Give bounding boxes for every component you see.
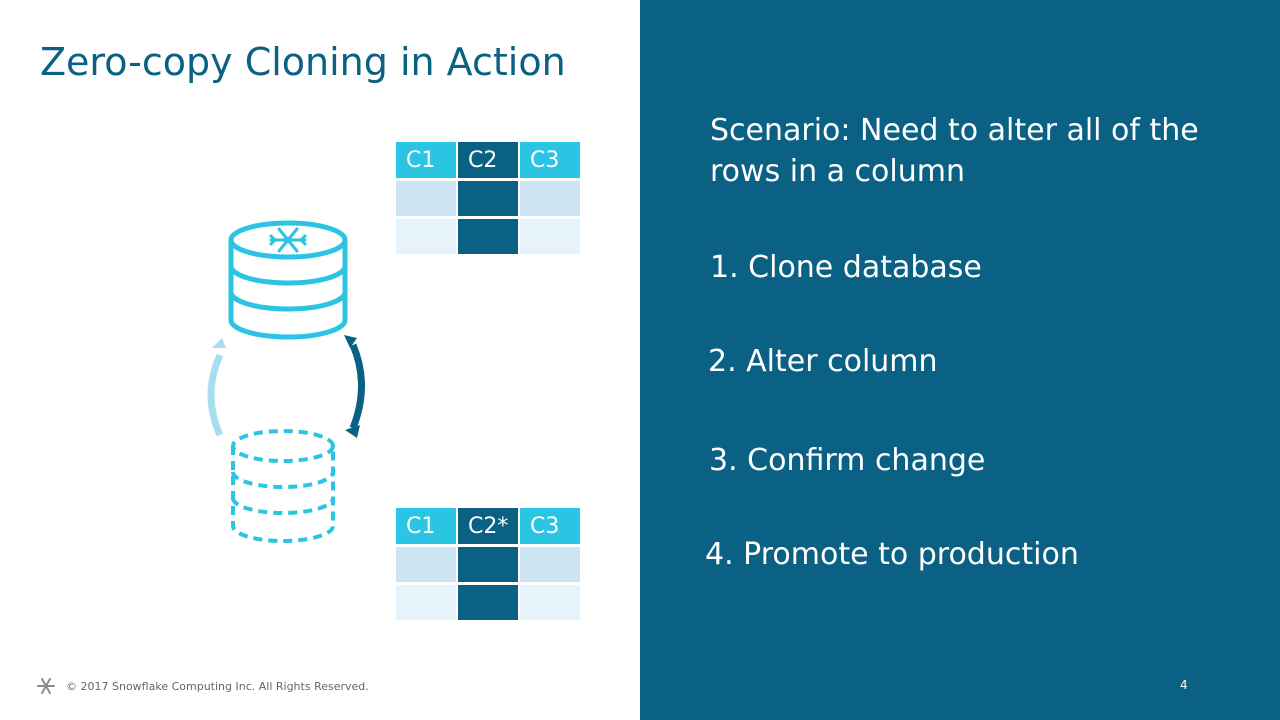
step-clone-database: 1. Clone database [710,250,982,285]
clone-arrow-icon [207,338,226,437]
table-clone: C1 C2* C3 [394,508,582,620]
table-original: C1 C2 C3 [394,142,582,254]
copyright-text: © 2017 Snowflake Computing Inc. All Righ… [66,679,369,693]
table-row [396,544,580,582]
table-cell [458,544,518,582]
table-cell [396,216,456,254]
table-cell [458,178,518,216]
left-panel: Zero-copy Cloning in Action C1 C2 C3 [36,40,582,696]
table-cell [458,582,518,620]
promote-arrow-icon [344,335,365,438]
table-row [396,582,580,620]
column-header-c3: C3 [520,508,580,544]
table-cell [396,582,456,620]
table-cell [458,216,518,254]
scenario-text: Scenario: Need to alter all of the rows … [710,113,1199,189]
column-header-c3: C3 [520,142,580,178]
right-panel: 1. Clone database 2. Alter column 3. Con… [640,0,1280,720]
table-cell [396,544,456,582]
table-header-row: C1 C2 C3 [396,142,580,178]
table-cell [520,544,580,582]
slide-title: Zero-copy Cloning in Action [40,40,566,84]
table-cell [520,178,580,216]
column-header-c2: C2 [458,142,518,178]
table-cell [520,582,580,620]
snowflake-logo-icon [37,678,55,694]
table-header-row: C1 C2* C3 [396,508,580,544]
column-header-c2-modified: C2* [458,508,518,544]
step-promote-to-production: 4. Promote to production [705,537,1079,572]
step-confirm-change: 3. Confirm change [709,443,986,478]
table-cell [520,216,580,254]
page-number: 4 [1180,678,1188,692]
column-header-c1: C1 [396,142,456,178]
table-cell [396,178,456,216]
table-row [396,216,580,254]
clone-database-icon [231,429,335,543]
database-clone-diagram [207,220,365,543]
snowflake-icon [269,227,307,253]
table-row [396,178,580,216]
step-alter-column: 2. Alter column [708,344,938,379]
column-header-c1: C1 [396,508,456,544]
footer: © 2017 Snowflake Computing Inc. All Righ… [36,676,369,696]
